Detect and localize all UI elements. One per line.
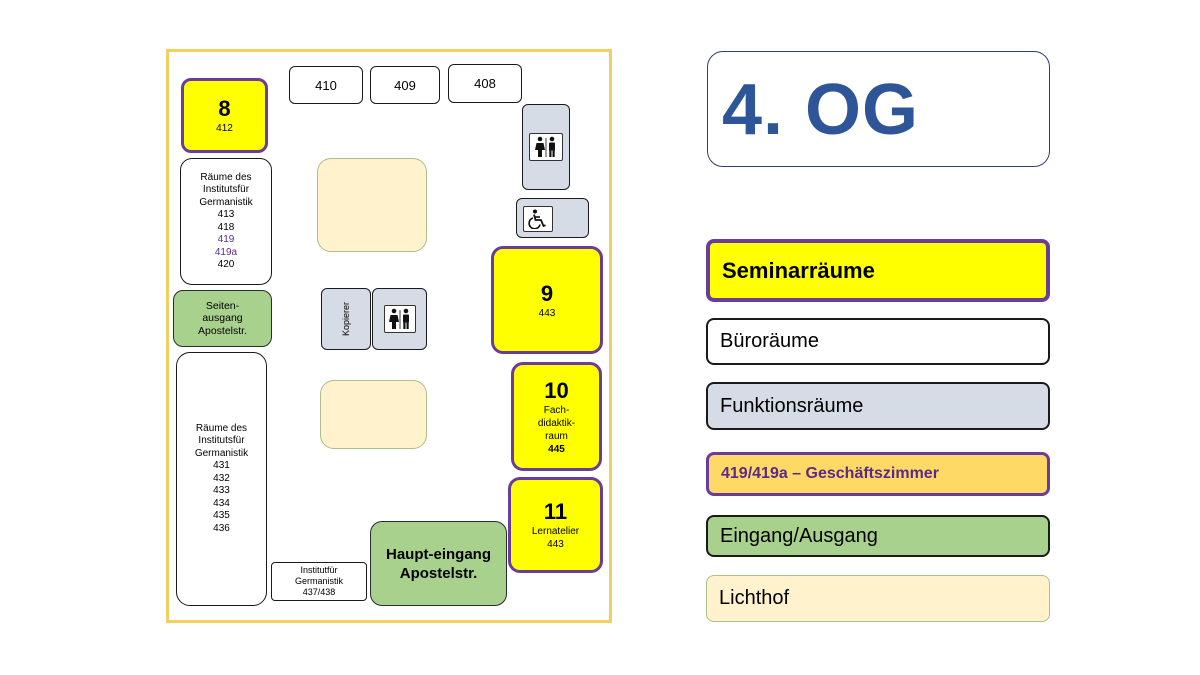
room-408[interactable]: 408 [448,64,522,103]
text-line: Fach- [543,404,570,416]
room-409-label: 409 [394,77,416,93]
legend-seminar-label: Seminarräume [722,257,875,283]
text-line: 420 [217,259,235,270]
text-line: didaktik- [537,417,576,429]
copier-room[interactable]: Kopierer [321,288,371,350]
text-line: Apostelstr. [399,564,478,582]
text-line: 433 [213,485,230,497]
side-exit-apostelstr[interactable]: Seiten- ausgang Apostelstr. [173,290,272,347]
copier-label: Kopierer [341,301,351,337]
text-line: 435 [213,510,230,522]
office-419a-label: 419a [214,246,238,258]
restroom-icon [383,305,416,333]
room-code: 443 [538,307,556,319]
legend-function: Funktionsräume [706,382,1050,430]
room-number: 11 [543,499,568,524]
courtyard-bottom [320,380,427,449]
seminar-room-9[interactable]: 9 443 [491,246,603,354]
text-line: 431 [213,460,230,472]
text-line: Institutsfür [198,435,245,447]
seminar-room-8[interactable]: 8 412 [181,78,268,153]
text-line: Haupt-eingang [386,545,491,563]
courtyard-top [317,158,427,252]
legend-courtyard: Lichthof [706,575,1050,622]
text-line: Apostelstr. [197,324,248,337]
legend-office: Büroräume [706,318,1050,365]
text-line: 418 [217,221,235,233]
text-line: Germanistik [194,447,249,459]
text-line: Seiten- [205,299,240,312]
legend-seminar: Seminarräume [706,239,1050,302]
text-line: raum [545,430,568,442]
text-line: Institutfür [300,565,338,575]
accessible-restroom[interactable] [516,198,589,238]
room-number: 10 [544,377,569,403]
room-409[interactable]: 409 [370,66,440,104]
room-code: 445 [548,443,565,455]
room-408-label: 408 [474,76,496,91]
restroom-center[interactable] [372,288,427,350]
restroom-top-right[interactable] [522,104,570,190]
seminar-room-11[interactable]: 11 Lernatelier 443 [508,477,603,573]
text-line: 437/438 [302,587,336,597]
seminar-room-10[interactable]: 10 Fach- didaktik- raum 445 [511,362,602,471]
wheelchair-icon [523,206,553,232]
text-line: 432 [213,472,230,484]
floor-title: 4. OG [722,70,920,150]
room-number: 9 [540,280,554,306]
text-line: 434 [213,497,230,509]
text-line: Räume des [195,422,248,434]
room-code: 412 [216,123,233,134]
legend-entrance-exit-label: Eingang/Ausgang [720,524,878,547]
room-410-label: 410 [315,77,337,93]
legend-business-office: 419/419a – Geschäftszimmer [706,452,1050,496]
legend-entrance-exit: Eingang/Ausgang [706,515,1050,557]
text-line: 413 [217,209,235,220]
room-name: Lernatelier [531,526,580,537]
restroom-icon [529,133,563,161]
room-number: 8 [218,96,231,121]
text-line: 436 [213,522,230,534]
floor-title-box: 4. OG [707,51,1050,167]
legend-business-office-label: 419/419a – Geschäftszimmer [721,465,939,482]
germanistik-rooms-top[interactable]: Räume des Institutsfür Germanistik 413 4… [180,158,272,285]
text-line: Institutsfür [202,184,250,195]
text-line: Germanistik [199,196,253,208]
legend-courtyard-label: Lichthof [719,587,790,609]
institute-room-437-438[interactable]: Institutfür Germanistik 437/438 [271,562,367,601]
text-line: Germanistik [294,576,343,586]
text-line: ausgang [202,312,243,325]
room-410[interactable]: 410 [289,66,363,104]
room-code: 443 [547,539,564,550]
germanistik-rooms-bottom[interactable]: Räume des Institutsfür Germanistik 431 4… [176,352,267,606]
text-line: Räume des [200,171,252,183]
legend-office-label: Büroräume [720,330,819,352]
office-419-label: 419 [217,234,235,245]
legend-function-label: Funktionsräume [720,394,864,417]
main-entrance-apostelstr[interactable]: Haupt-eingang Apostelstr. [370,521,507,606]
